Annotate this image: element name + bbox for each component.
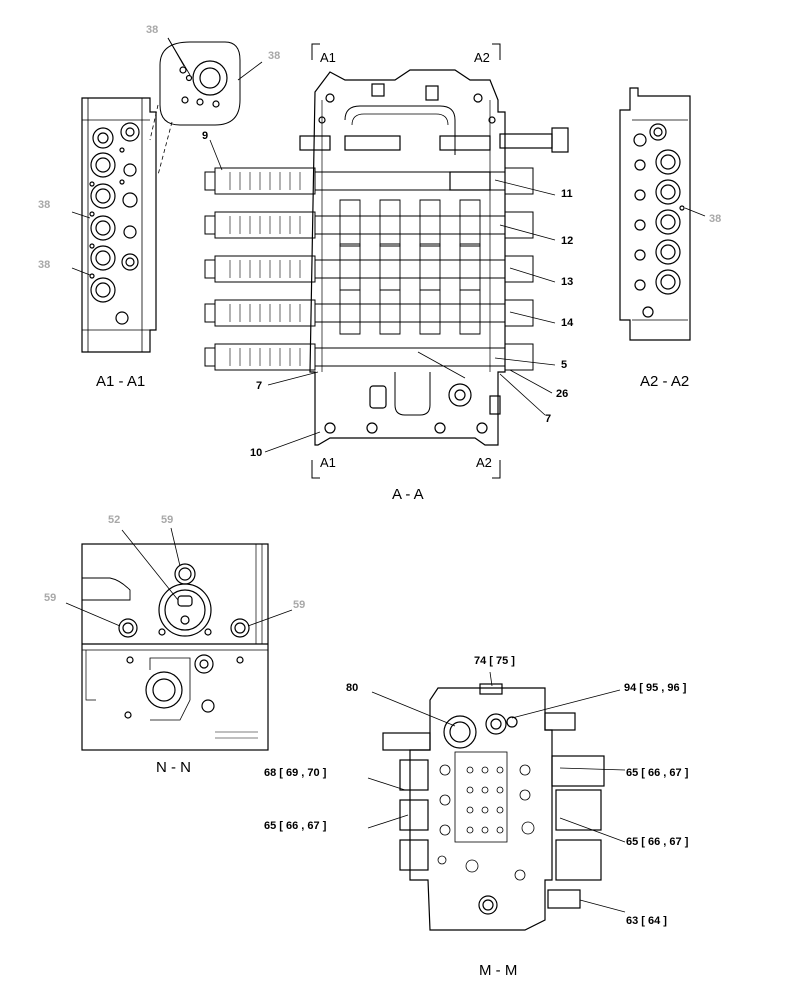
callout-38-bubble-right: 38	[268, 50, 281, 62]
callout-13: 13	[561, 276, 574, 288]
view-a1-drawing	[71, 97, 157, 353]
view-mm-drawing	[367, 671, 626, 931]
callout-7-right: 7	[545, 413, 552, 425]
caption-a2-a2: A2 - A2	[640, 373, 690, 390]
callout-10: 10	[250, 447, 263, 459]
view-a2-drawing	[619, 87, 706, 341]
section-marker-a2-top: A2	[474, 50, 490, 65]
callout-38-bubble-top: 38	[146, 24, 159, 36]
callout-26: 26	[556, 388, 569, 400]
callout-59-left: 59	[44, 592, 57, 604]
callout-65-left: 65 [ 66 , 67 ]	[264, 820, 327, 832]
callout-12: 12	[561, 235, 574, 247]
callout-59-top: 59	[161, 514, 174, 526]
caption-a1-a1: A1 - A1	[96, 373, 146, 390]
caption-a-a: A - A	[392, 486, 424, 503]
callout-5: 5	[561, 359, 568, 371]
section-marker-a1-top: A1	[320, 50, 336, 65]
callout-80: 80	[346, 682, 359, 694]
callout-68: 68 [ 69 , 70 ]	[264, 767, 327, 779]
callout-9: 9	[202, 130, 209, 142]
section-marker-a2-bottom: A2	[476, 455, 492, 470]
callout-11: 11	[561, 188, 573, 200]
callout-63: 63 [ 64 ]	[626, 915, 667, 927]
view-aa-drawing	[204, 43, 569, 479]
callout-38-a2: 38	[709, 213, 722, 225]
caption-n-n: N - N	[156, 759, 191, 776]
callout-38-a1-mid: 38	[38, 199, 51, 211]
callout-7-left: 7	[256, 380, 263, 392]
callout-59-right: 59	[293, 599, 306, 611]
a1-detail-bubble	[149, 37, 263, 176]
callout-14: 14	[561, 317, 574, 329]
callout-52: 52	[108, 514, 121, 526]
callout-94: 94 [ 95 , 96 ]	[624, 682, 687, 694]
view-nn-drawing	[65, 527, 293, 751]
callout-38-a1-low: 38	[38, 259, 51, 271]
caption-m-m: M - M	[479, 962, 518, 979]
section-marker-a1-bottom: A1	[320, 455, 336, 470]
callout-74: 74 [ 75 ]	[474, 655, 515, 667]
callout-65-right-top: 65 [ 66 , 67 ]	[626, 767, 689, 779]
callout-65-right-mid: 65 [ 66 , 67 ]	[626, 836, 689, 848]
